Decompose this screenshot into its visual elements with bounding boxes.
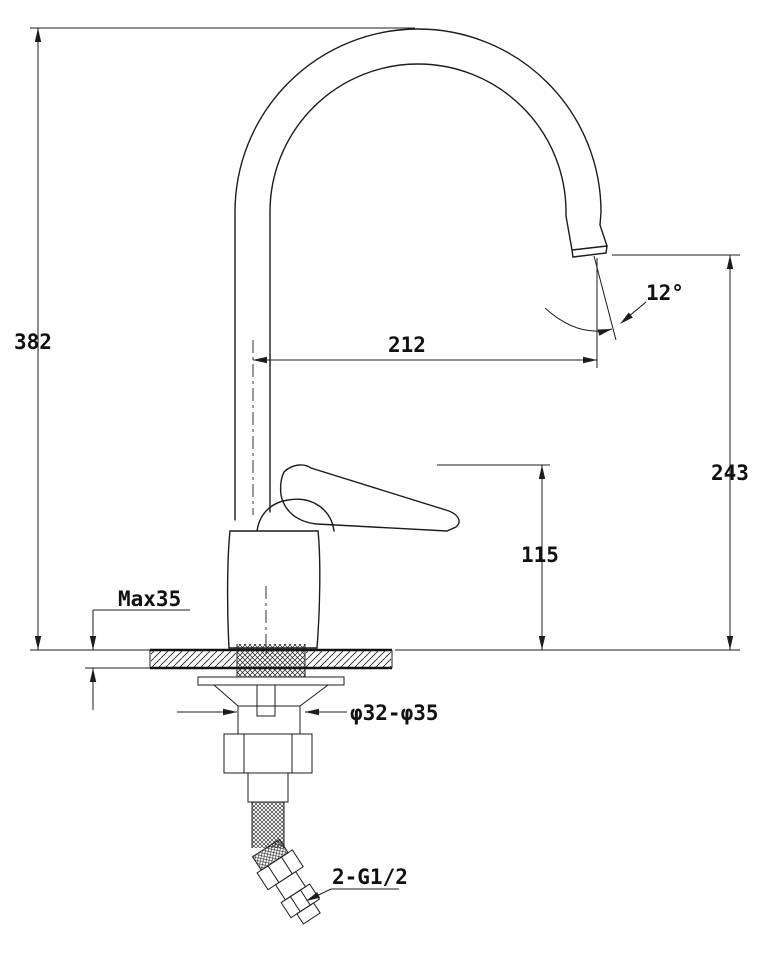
mounting-nut <box>223 733 313 774</box>
dim-115-label: 115 <box>521 543 559 567</box>
cone-washer <box>213 684 329 707</box>
angle-arc <box>544 307 613 332</box>
dimension-max-thickness: Max35 <box>85 587 190 710</box>
centerlines <box>252 340 267 657</box>
dimension-outlet-height: 243 <box>395 254 749 651</box>
dim-382-label: 382 <box>14 330 52 354</box>
dimension-overall-height: 382 <box>14 27 415 651</box>
dim-12deg-label: 12° <box>646 281 684 305</box>
dimension-body-height: 115 <box>437 464 559 650</box>
dim-phi-label: φ32-φ35 <box>350 701 439 725</box>
threaded-shank <box>237 644 305 677</box>
hose-adapter <box>247 772 289 803</box>
center-stud <box>256 685 276 717</box>
dim-g12-label: 2-G1/2 <box>332 865 408 889</box>
counter-hatch-right <box>306 651 391 667</box>
support-plate <box>197 676 345 686</box>
dimension-spout-reach: 212 <box>253 258 598 368</box>
mounting-hardware <box>197 644 345 925</box>
counter-hatch-left <box>151 651 236 667</box>
angle-reference-line <box>593 255 617 341</box>
dim-max35-label: Max35 <box>118 587 181 611</box>
dimension-hole-diameter: φ32-φ35 <box>177 701 439 725</box>
faucet-spout-outline <box>234 28 608 521</box>
faucet-body-outline <box>226 464 460 649</box>
dimension-spout-angle: 12° <box>544 255 684 341</box>
dimension-connector-thread: 2-G1/2 <box>306 865 408 901</box>
angled-connector <box>251 838 321 925</box>
dim-243-label: 243 <box>711 461 749 485</box>
dim-212-label: 212 <box>388 333 426 357</box>
